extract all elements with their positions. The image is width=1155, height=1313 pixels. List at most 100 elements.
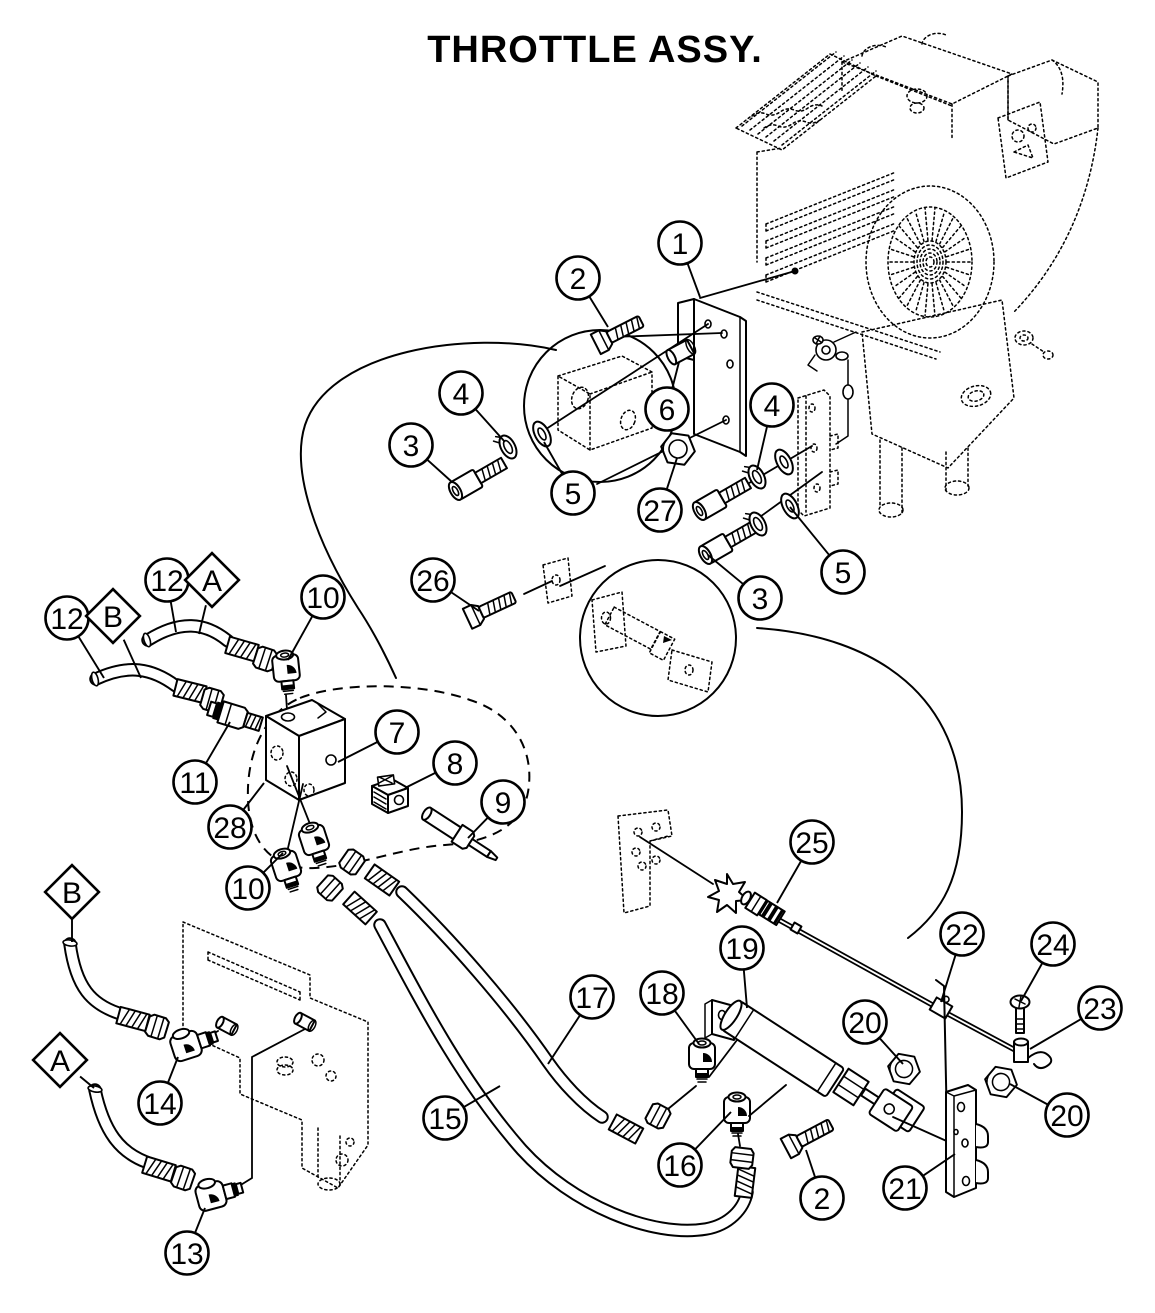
callout-label: B bbox=[103, 601, 123, 634]
hose-a-lower bbox=[87, 1083, 247, 1214]
callout-circle bbox=[749, 382, 795, 428]
callout-10: 10 bbox=[225, 852, 284, 911]
cable-end-23 bbox=[1013, 1037, 1053, 1070]
callout-15: 15 bbox=[422, 1085, 501, 1141]
callout-circle bbox=[1030, 921, 1076, 967]
plunger-9 bbox=[421, 806, 499, 862]
callout-circle bbox=[569, 974, 615, 1020]
callout-label: 15 bbox=[428, 1103, 461, 1136]
callout-label: 20 bbox=[1050, 1100, 1083, 1133]
callout-14: 14 bbox=[137, 1056, 183, 1126]
callout-12: 12 bbox=[144, 557, 190, 633]
callout-label: 4 bbox=[764, 390, 781, 423]
callout-circle bbox=[842, 999, 888, 1045]
callout-label: 24 bbox=[1036, 929, 1069, 962]
callout-16: 16 bbox=[657, 1111, 732, 1188]
callout-26: 26 bbox=[410, 557, 480, 612]
callout-circle bbox=[555, 255, 601, 301]
callout-label: 22 bbox=[945, 919, 978, 952]
callout-2: 2 bbox=[555, 255, 609, 328]
callout-circle bbox=[432, 740, 478, 786]
callout-label: 28 bbox=[213, 812, 246, 845]
callout-label: 2 bbox=[570, 263, 587, 296]
callout-label: 14 bbox=[143, 1088, 176, 1121]
callout-label: 11 bbox=[179, 767, 210, 800]
callout-label: 2 bbox=[814, 1183, 831, 1216]
callout-diamond bbox=[183, 551, 241, 609]
callout-diamond bbox=[31, 1031, 89, 1089]
callout-3: 3 bbox=[707, 554, 783, 621]
callout-23: 23 bbox=[1029, 985, 1123, 1050]
callout-circle bbox=[207, 804, 253, 850]
callout-circle bbox=[644, 386, 690, 432]
callout-9: 9 bbox=[467, 779, 526, 839]
callout-circle bbox=[939, 911, 985, 957]
callout-circle bbox=[639, 970, 685, 1016]
callout-4: 4 bbox=[438, 370, 506, 443]
detail-circle-lower bbox=[299, 341, 963, 939]
callout-10: 10 bbox=[287, 574, 346, 661]
callout-label: 1 bbox=[672, 228, 689, 261]
callout-circle bbox=[1044, 1092, 1090, 1138]
callout-circle bbox=[799, 1175, 845, 1221]
callout-circle bbox=[480, 779, 526, 825]
callout-circle bbox=[637, 487, 683, 533]
callout-label: 18 bbox=[645, 978, 678, 1011]
engine-illustration bbox=[735, 32, 1099, 518]
callout-label: 12 bbox=[50, 603, 83, 636]
callout-17: 17 bbox=[547, 974, 615, 1065]
callout-label: 17 bbox=[575, 982, 608, 1015]
callout-4: 4 bbox=[749, 382, 795, 471]
callout-22: 22 bbox=[939, 911, 985, 1003]
callout-24: 24 bbox=[1020, 921, 1076, 1002]
callout-label: 7 bbox=[389, 717, 406, 750]
callout-label: 9 bbox=[495, 787, 512, 820]
callout-label: A bbox=[50, 1045, 70, 1078]
callout-25: 25 bbox=[776, 819, 835, 904]
screw-24 bbox=[1009, 994, 1031, 1034]
callout-circle bbox=[137, 1080, 183, 1126]
callout-circle bbox=[657, 220, 703, 266]
callout-2: 2 bbox=[799, 1149, 845, 1221]
callout-label: B bbox=[62, 877, 82, 910]
callout-28: 28 bbox=[207, 782, 265, 850]
callout-label: 5 bbox=[565, 478, 582, 511]
callout-label: 27 bbox=[643, 495, 676, 528]
page-title: THROTTLE ASSY. bbox=[427, 29, 763, 71]
hose-17 bbox=[336, 846, 697, 1145]
cable-mount-bracket bbox=[617, 809, 714, 914]
callout-label: 10 bbox=[306, 582, 339, 615]
callout-circle bbox=[388, 422, 434, 468]
bolt-26-and-bracket bbox=[461, 557, 606, 630]
callout-circle bbox=[410, 557, 456, 603]
engine-throttle-lever-detail bbox=[807, 331, 857, 445]
solenoid-8 bbox=[371, 774, 409, 814]
callout-circle bbox=[164, 1230, 210, 1276]
callout-label: 12 bbox=[150, 565, 183, 598]
callout-1: 1 bbox=[657, 220, 703, 298]
callout-diamond bbox=[84, 587, 142, 645]
callout-8: 8 bbox=[404, 740, 478, 789]
fitting-11 bbox=[206, 700, 264, 732]
callout-label: 19 bbox=[725, 933, 758, 966]
callout-27: 27 bbox=[637, 457, 683, 533]
valve-group-outline bbox=[246, 685, 531, 870]
callout-label: 25 bbox=[795, 827, 828, 860]
callout-circle bbox=[374, 709, 420, 755]
callout-11: 11 bbox=[172, 721, 231, 805]
callout-circle bbox=[789, 819, 835, 865]
callout-label: A bbox=[202, 565, 222, 598]
callout-circle bbox=[422, 1095, 468, 1141]
callout-label: 10 bbox=[231, 873, 264, 906]
callout-label: 5 bbox=[835, 557, 852, 590]
callout-circle bbox=[550, 470, 596, 516]
fasteners-upper-right bbox=[689, 445, 823, 568]
elbow-10-top bbox=[270, 648, 303, 711]
callout-label: 23 bbox=[1083, 993, 1116, 1026]
callout-A: A bbox=[31, 1031, 95, 1089]
callout-label: 8 bbox=[447, 748, 464, 781]
callout-5: 5 bbox=[543, 441, 596, 516]
engine-mount-frame bbox=[182, 921, 369, 1192]
callout-circle bbox=[737, 575, 783, 621]
